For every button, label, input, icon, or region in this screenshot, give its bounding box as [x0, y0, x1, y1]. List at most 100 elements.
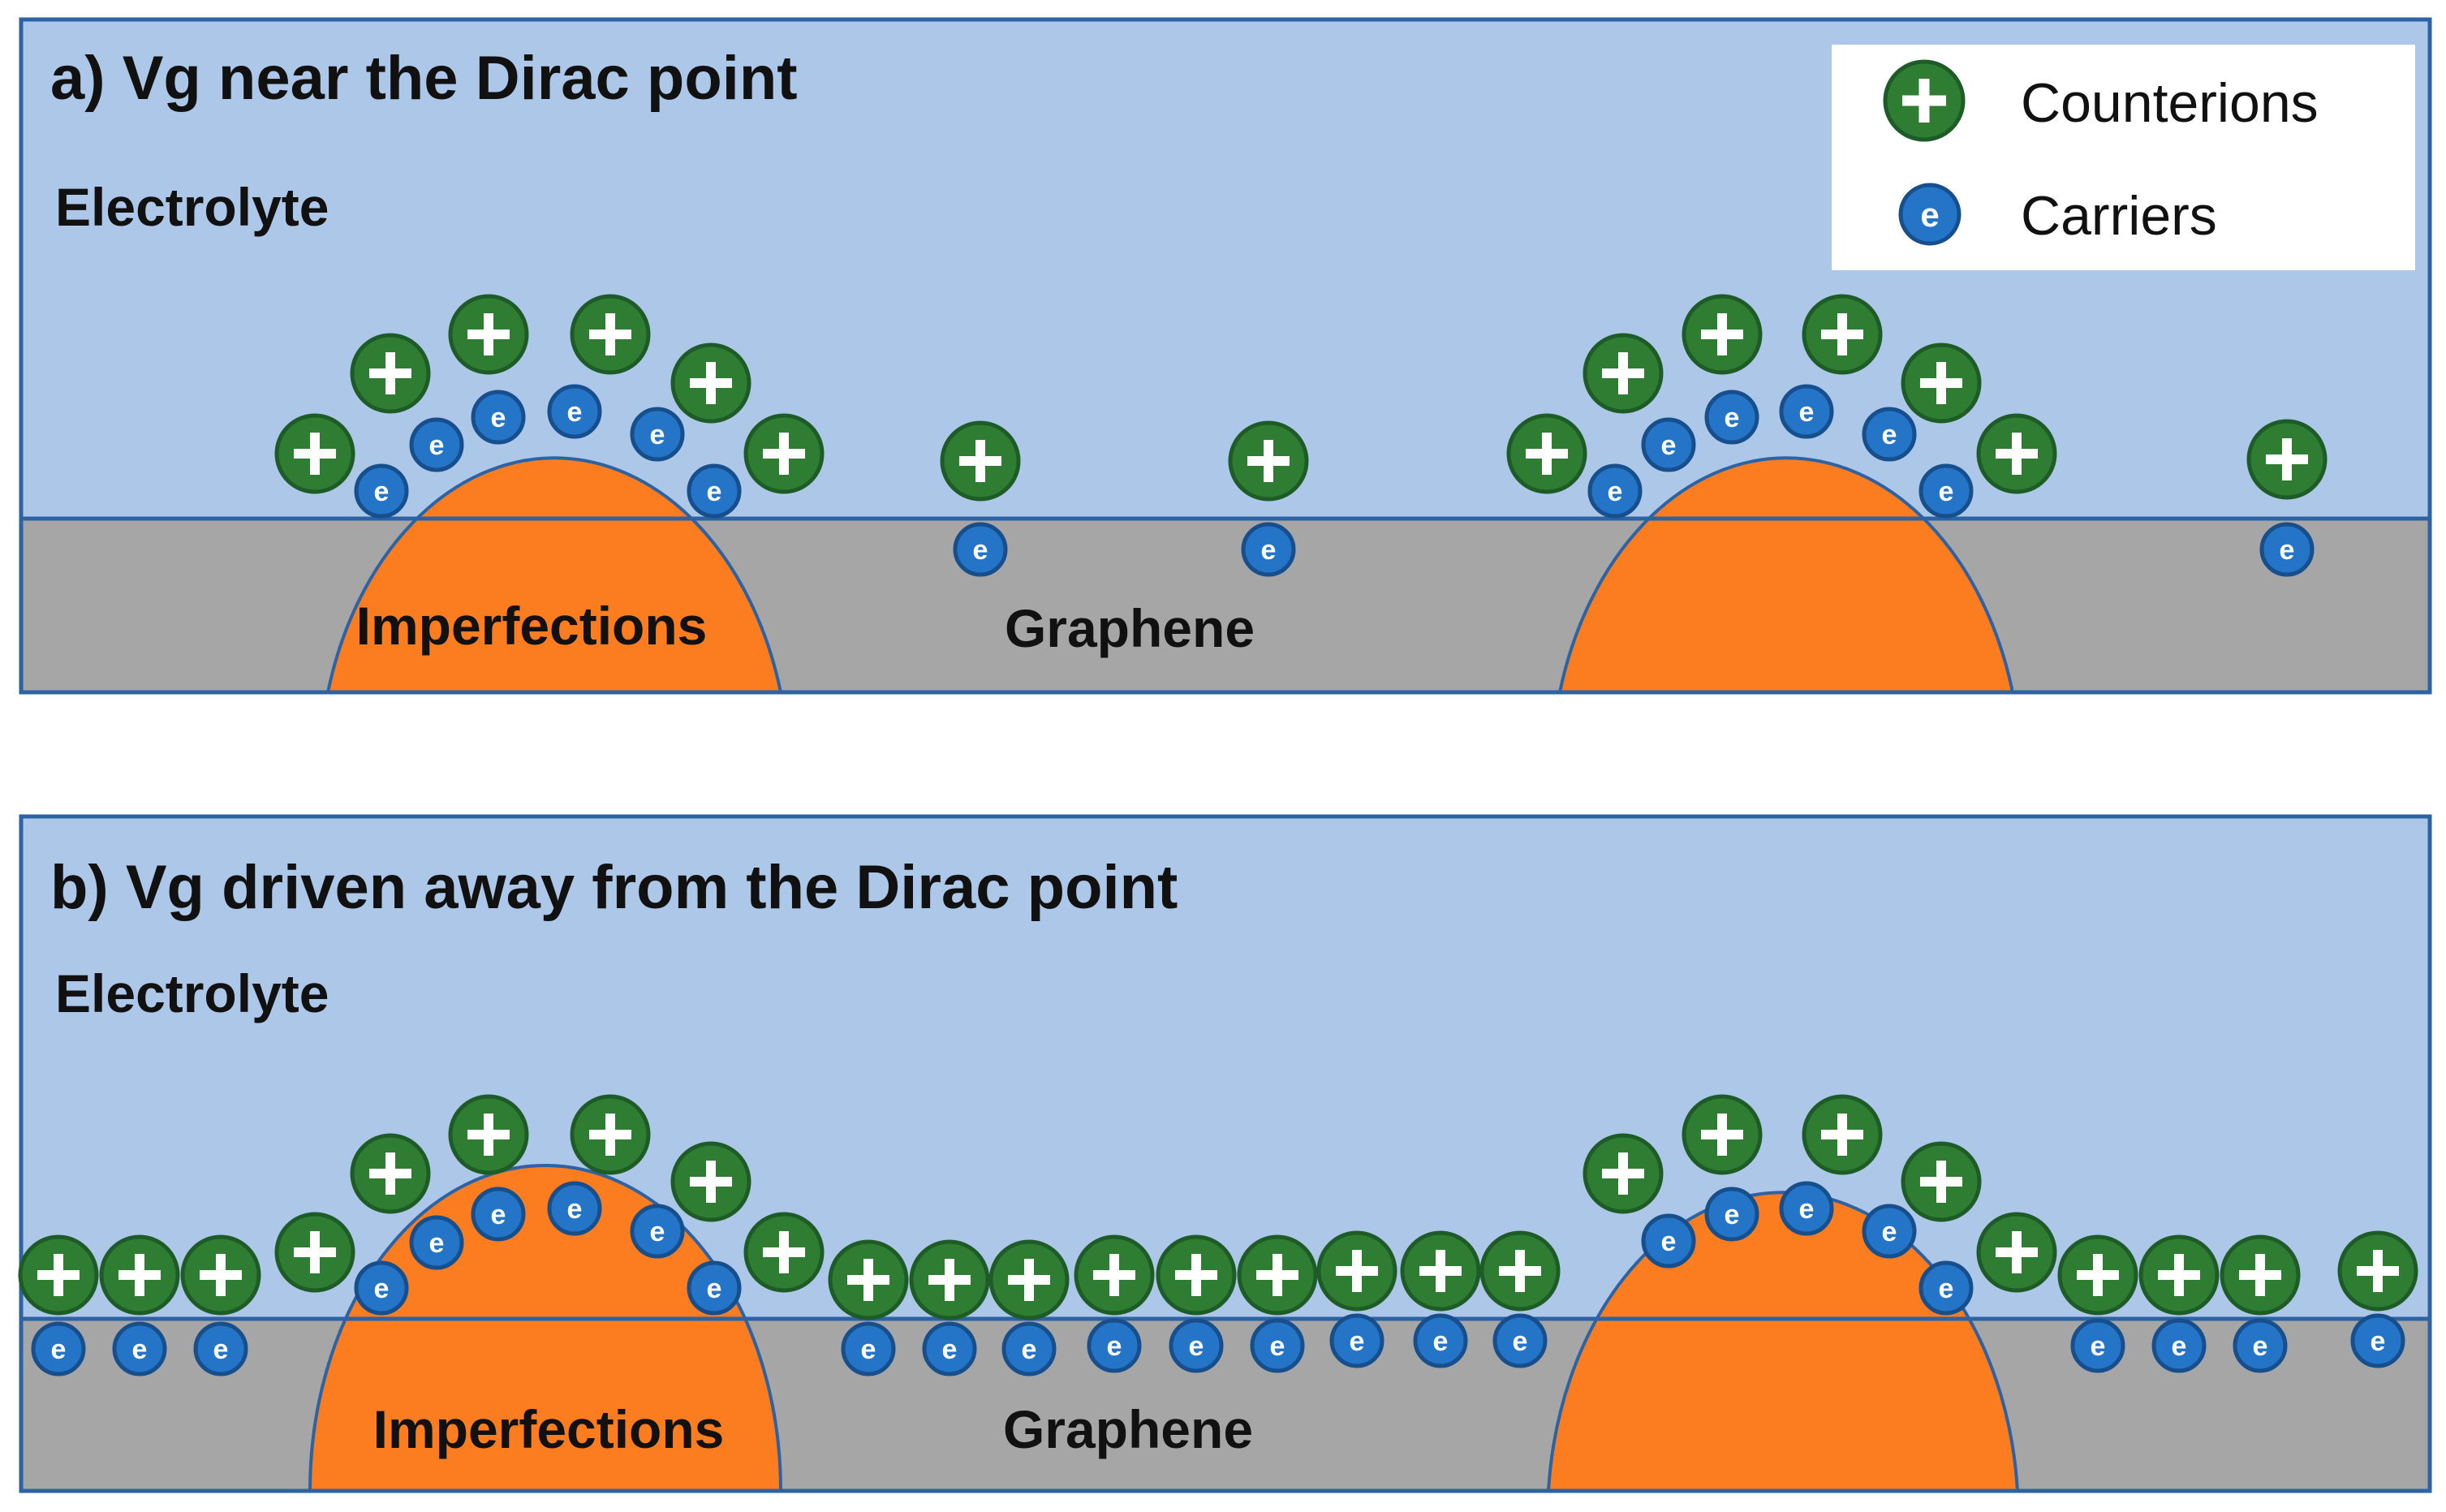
counterion-icon: [2246, 419, 2328, 500]
counterion-icon: [1074, 1234, 1155, 1316]
legend-counterions-label: Counterions: [2021, 72, 2319, 134]
svg-text:e: e: [429, 430, 445, 461]
carrier-icon: e: [1862, 407, 1917, 462]
carrier-icon: e: [409, 1215, 464, 1270]
svg-text:e: e: [1261, 535, 1277, 566]
svg-text:e: e: [1608, 476, 1623, 507]
graphene-label: Graphene: [1003, 1399, 1253, 1459]
counterion-icon: [570, 1094, 651, 1175]
carrier-icon: e: [1250, 1318, 1305, 1373]
carrier-icon: e: [471, 390, 526, 445]
carrier-icon: e: [1704, 390, 1759, 445]
carrier-icon: e: [2233, 1318, 2288, 1373]
svg-text:e: e: [1882, 420, 1897, 450]
imperfection: [325, 456, 783, 694]
svg-text:e: e: [2371, 1326, 2386, 1357]
carrier-icon: e: [630, 407, 685, 462]
carrier-icon: e: [1704, 1187, 1759, 1242]
panel-title: b) Vg driven away from the Dirac point: [50, 853, 1178, 922]
counterion-icon: [18, 1234, 99, 1316]
counterion-icon: [670, 342, 751, 424]
carrier-icon: e: [1329, 1313, 1384, 1368]
counterion-icon: [2057, 1234, 2138, 1316]
imperfections-label: Imperfections: [356, 596, 708, 656]
counterion-icon: [1228, 420, 1309, 502]
counterion-icon: [1583, 1133, 1664, 1214]
svg-text:e: e: [1725, 403, 1740, 433]
svg-text:e: e: [2253, 1331, 2268, 1362]
carrier-icon: e: [1862, 1204, 1917, 1259]
carrier-icon: e: [2350, 1313, 2405, 1368]
svg-text:e: e: [2091, 1331, 2106, 1362]
svg-text:e: e: [1189, 1331, 1204, 1362]
panel-a: a) Vg near the Dirac point Electrolyte I…: [19, 17, 2432, 695]
svg-text:e: e: [1799, 397, 1815, 428]
svg-text:e: e: [1022, 1334, 1037, 1365]
carrier-icon: e: [1779, 384, 1834, 439]
svg-text:e: e: [374, 476, 390, 507]
panel-frame: [19, 814, 2432, 1493]
counterion-icon: [1682, 294, 1763, 375]
svg-text:e: e: [973, 535, 988, 566]
svg-text:e: e: [1661, 1226, 1677, 1257]
legend: Counterions e Carriers: [1832, 45, 2415, 270]
counterion-icon: [940, 420, 1021, 502]
svg-text:e: e: [374, 1273, 390, 1304]
svg-text:e: e: [213, 1334, 229, 1365]
svg-text:e: e: [429, 1228, 445, 1259]
carrier-icon: e: [687, 463, 742, 519]
carrier-icon: e: [841, 1321, 896, 1376]
legend-carriers-label: Carriers: [2021, 185, 2217, 247]
svg-text:e: e: [491, 1200, 506, 1230]
carrier-icon: e: [1087, 1318, 1142, 1373]
svg-text:e: e: [2280, 535, 2295, 566]
carrier-icon: e: [1413, 1313, 1468, 1368]
graphene-label: Graphene: [1005, 598, 1255, 658]
counterion-icon: [828, 1239, 909, 1320]
carrier-icon: e: [1918, 463, 1974, 519]
counterion-legend-icon: [1883, 59, 1966, 142]
svg-text:e: e: [861, 1334, 876, 1365]
panel-b: b) Vg driven away from the Dirac point E…: [18, 814, 2432, 1493]
carrier-icon: e: [31, 1321, 86, 1376]
svg-text:e: e: [1799, 1194, 1815, 1225]
counterion-icon: [743, 413, 825, 494]
carrier-icon: e: [193, 1321, 248, 1376]
carrier-icon: e: [1169, 1318, 1224, 1373]
counterion-icon: [350, 1133, 431, 1214]
counterion-icon: [1976, 1212, 2057, 1293]
svg-text:e: e: [650, 1217, 665, 1247]
svg-text:e: e: [1920, 196, 1939, 234]
carrier-legend-icon: e: [1898, 183, 1962, 246]
counterion-icon: [1316, 1230, 1397, 1312]
counterion-icon: [1400, 1230, 1481, 1312]
svg-text:e: e: [707, 1273, 722, 1304]
counterion-icon: [1976, 413, 2057, 494]
carrier-icon: e: [409, 417, 464, 472]
carrier-icon: e: [687, 1260, 742, 1316]
counterion-icon: [743, 1212, 825, 1293]
svg-text:e: e: [51, 1334, 67, 1365]
counterion-icon: [570, 294, 651, 375]
svg-text:e: e: [650, 420, 665, 450]
svg-text:e: e: [942, 1334, 958, 1365]
svg-text:e: e: [567, 1194, 583, 1225]
imperfections-label: Imperfections: [373, 1399, 725, 1459]
carrier-icon: e: [471, 1187, 526, 1242]
counterion-icon: [1802, 1094, 1883, 1175]
carrier-icon: e: [2070, 1318, 2125, 1373]
carrier-icon: e: [1918, 1260, 1974, 1316]
carrier-icon: e: [1492, 1313, 1548, 1368]
svg-text:e: e: [1270, 1331, 1285, 1362]
carrier-icon: e: [112, 1321, 167, 1376]
imperfection: [1557, 456, 2015, 694]
svg-text:e: e: [707, 476, 722, 507]
carrier-icon: e: [1779, 1181, 1834, 1236]
svg-text:e: e: [2172, 1331, 2187, 1362]
counterion-icon: [2220, 1234, 2301, 1316]
counterion-icon: [180, 1234, 261, 1316]
counterion-icon: [1156, 1234, 1237, 1316]
carrier-icon: e: [1001, 1321, 1057, 1376]
counterion-icon: [1901, 342, 1982, 424]
